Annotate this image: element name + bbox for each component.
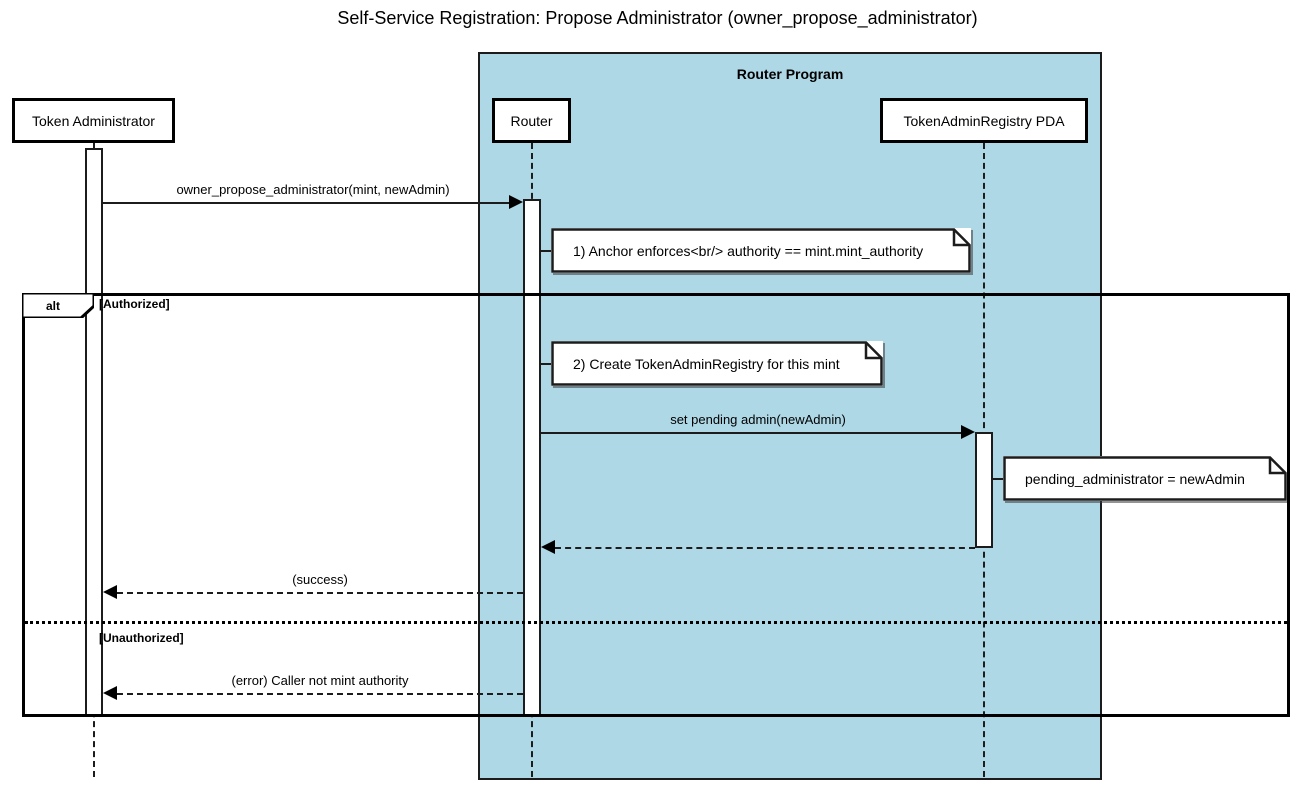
note-shape-icon [551,228,971,273]
message-line-pda-return [555,547,975,549]
participant-label: Token Administrator [32,112,155,129]
fragment-operator-tab: alt [22,293,94,318]
message-arrowhead-set-pending-admin [961,425,975,439]
message-label-propose: owner_propose_administrator(mint, newAdm… [176,182,450,197]
message-arrowhead-propose [509,195,523,209]
note-anchor-enforces: 1) Anchor enforces<br/> authority == min… [551,228,971,273]
participant-token-admin-registry-pda[interactable]: TokenAdminRegistry PDA [880,98,1088,143]
message-line-propose [103,202,515,204]
note-connector-anchor-enforces [541,250,553,252]
message-label-set-pending-admin: set pending admin(newAdmin) [670,412,846,427]
activation-bar-token-admin-registry-pda [975,432,993,548]
note-shape-icon [1003,456,1287,501]
note-connector-pending-administrator [993,478,1005,480]
message-line-set-pending-admin [541,432,967,434]
message-label-error: (error) Caller not mint authority [231,673,409,688]
message-line-success [117,592,523,594]
note-text: 2) Create TokenAdminRegistry for this mi… [573,355,840,372]
fragment-condition-authorized: [Authorized] [99,297,170,311]
message-label-success: (success) [292,572,348,587]
page-title: Self-Service Registration: Propose Admin… [337,8,978,28]
participant-router[interactable]: Router [492,98,571,143]
participant-label: TokenAdminRegistry PDA [903,112,1065,129]
message-arrowhead-success [103,585,117,599]
fragment-divider [25,621,1287,624]
participant-token-administrator[interactable]: Token Administrator [12,98,175,143]
fragment-tab-shape-icon [22,293,94,318]
note-shape-icon [551,341,883,386]
fragment-alt [22,293,1290,717]
note-create-registry: 2) Create TokenAdminRegistry for this mi… [551,341,883,386]
message-line-error [117,693,523,695]
message-arrowhead-pda-return [541,540,555,554]
participant-label: Router [510,112,553,129]
message-arrowhead-error [103,686,117,700]
note-text: 1) Anchor enforces<br/> authority == min… [573,242,924,259]
note-connector-create-registry [541,363,553,365]
group-box-router-program: Router Program [478,52,1102,780]
note-pending-administrator: pending_administrator = newAdmin [1003,456,1287,501]
note-text: pending_administrator = newAdmin [1025,470,1245,487]
group-label: Router Program [736,66,844,82]
fragment-condition-unauthorized: [Unauthorized] [99,631,184,645]
fragment-operator-label: alt [45,298,60,313]
